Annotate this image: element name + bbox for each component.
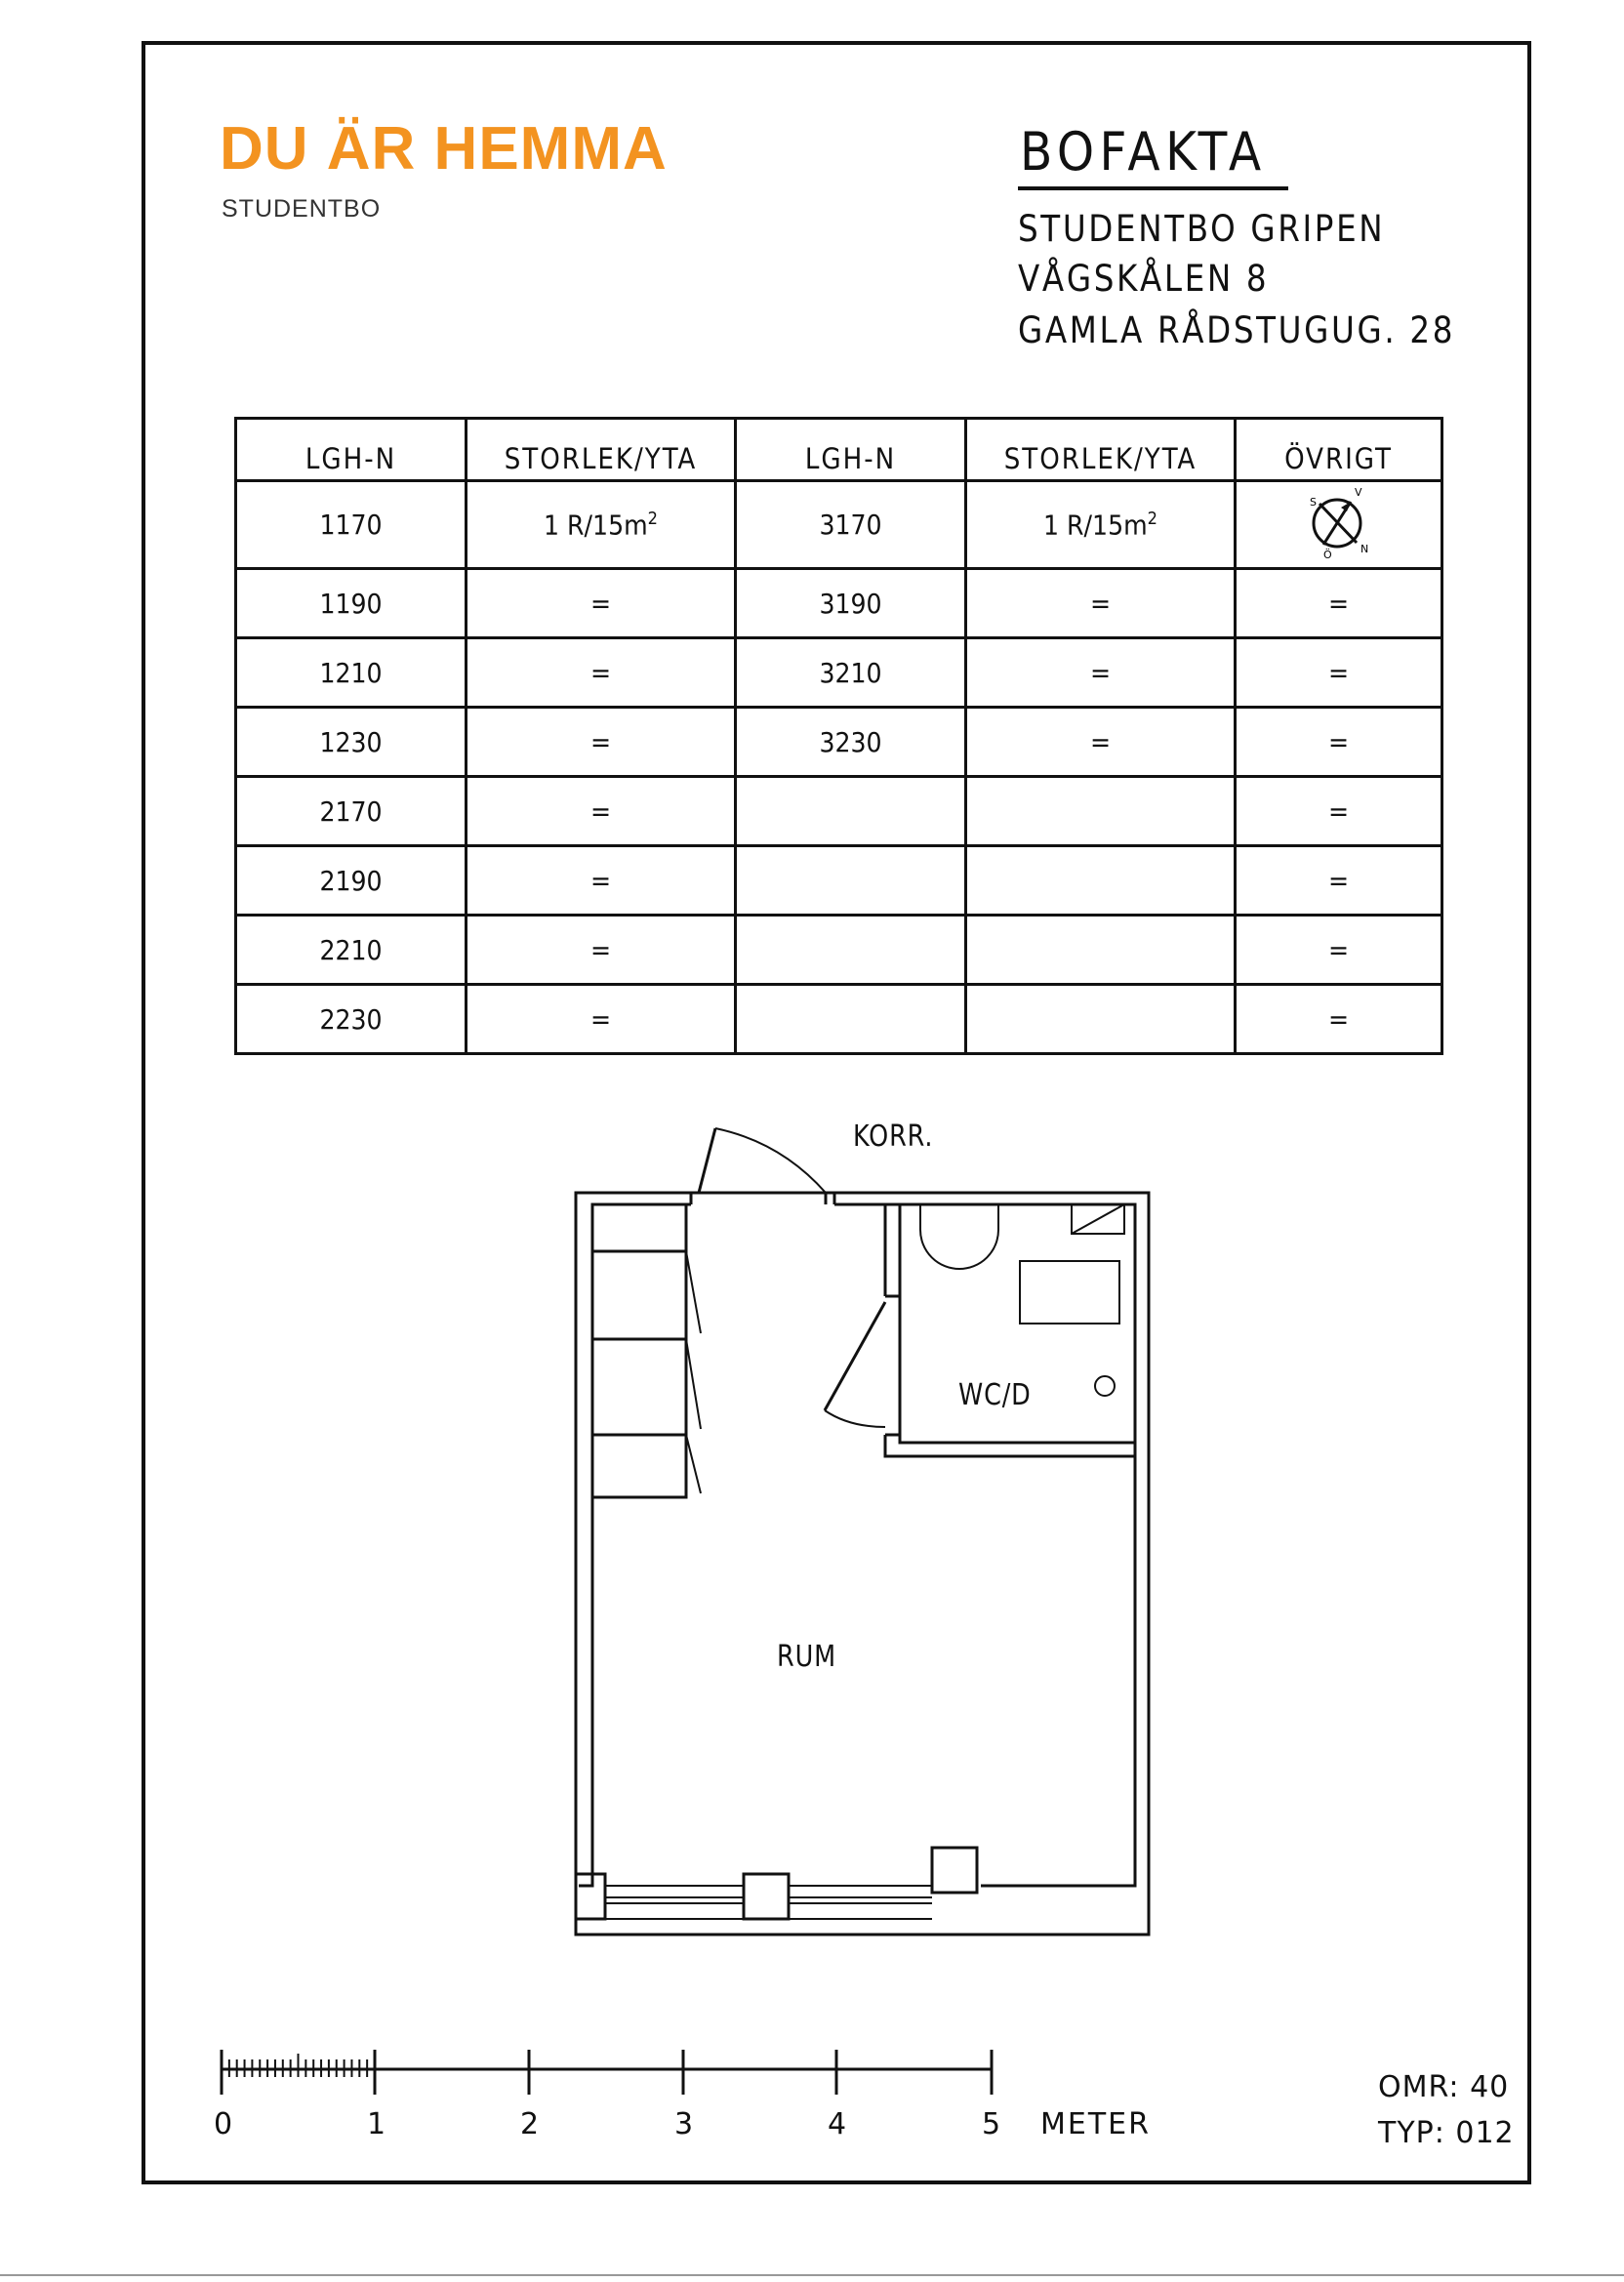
- superscript: 2: [1147, 508, 1157, 529]
- compass-letter-v: V: [1355, 486, 1362, 499]
- table-cell: =: [1234, 706, 1443, 778]
- table-cell: [964, 775, 1237, 847]
- table-row: 2210 = =: [234, 914, 1443, 986]
- table-cell: 3170: [734, 479, 967, 570]
- address-line-3: GAMLA RÅDSTUGUG. 28: [1018, 309, 1456, 351]
- brand-logo: DU ÄR HEMMA: [220, 115, 668, 183]
- compass-icon: S V N Ö: [1310, 486, 1368, 561]
- table-cell-size: 1 R/15m2: [465, 479, 737, 570]
- table-cell: =: [465, 706, 737, 778]
- table-row: 1170 1 R/15m2 3170 1 R/15m2 S V N Ö: [234, 479, 1443, 570]
- table-cell: =: [465, 844, 737, 917]
- table-cell: [734, 844, 967, 917]
- table-cell: [734, 914, 967, 986]
- table-cell-size: 1 R/15m2: [964, 479, 1237, 570]
- scale-tick-label: 5: [982, 2107, 1001, 2141]
- table-cell: 2230: [234, 983, 467, 1055]
- table-cell: =: [1234, 636, 1443, 709]
- header-lgh-n-1: LGH-N: [234, 417, 467, 482]
- bathroom-label: WC/D: [958, 1378, 1032, 1412]
- table-cell: =: [1234, 775, 1443, 847]
- table-cell: 2170: [234, 775, 467, 847]
- scale-tick-label: 3: [674, 2107, 694, 2141]
- table-cell: [964, 914, 1237, 986]
- table-row: 2190 = =: [234, 844, 1443, 917]
- size-text: 1 R/15m: [1043, 509, 1148, 542]
- typ-label: TYP: 012: [1378, 2116, 1515, 2150]
- table-cell: =: [465, 567, 737, 639]
- table-cell: =: [1234, 983, 1443, 1055]
- document-title: BOFAKTA: [1020, 121, 1267, 183]
- scale-tick-label: 0: [214, 2107, 233, 2141]
- table-cell: =: [964, 567, 1237, 639]
- superscript: 2: [647, 508, 658, 529]
- table-cell: 3230: [734, 706, 967, 778]
- table-cell: 2210: [234, 914, 467, 986]
- table-row: 2230 = =: [234, 983, 1443, 1055]
- table-cell: [734, 775, 967, 847]
- table-cell: 1170: [234, 479, 467, 570]
- table-row: 1230 = 3230 = =: [234, 706, 1443, 778]
- table-cell: [734, 983, 967, 1055]
- table-cell: [964, 844, 1237, 917]
- address-line-1: STUDENTBO GRIPEN: [1018, 208, 1386, 250]
- table-row: 2170 = =: [234, 775, 1443, 847]
- table-header-row: LGH-N STORLEK/YTA LGH-N STORLEK/YTA ÖVRI…: [234, 417, 1443, 482]
- table-cell: 2190: [234, 844, 467, 917]
- table-cell-compass: S V N Ö: [1234, 479, 1443, 570]
- header-lgh-n-2: LGH-N: [734, 417, 967, 482]
- table-cell: =: [964, 636, 1237, 709]
- brand-subtitle: STUDENTBO: [222, 195, 382, 223]
- title-underline: [1018, 186, 1288, 190]
- header-size-1: STORLEK/YTA: [465, 417, 737, 482]
- scale-unit: METER: [1040, 2107, 1151, 2141]
- scale-tick-label: 2: [520, 2107, 540, 2141]
- apartment-table: LGH-N STORLEK/YTA LGH-N STORLEK/YTA ÖVRI…: [234, 417, 1443, 1055]
- table-row: 1190 = 3190 = =: [234, 567, 1443, 639]
- room-label: RUM: [777, 1640, 836, 1674]
- table-cell: =: [1234, 567, 1443, 639]
- size-text: 1 R/15m: [544, 509, 648, 542]
- compass-letter-s: S: [1310, 496, 1317, 509]
- table-cell: [964, 983, 1237, 1055]
- page-border: [142, 41, 1531, 2184]
- header-other: ÖVRIGT: [1234, 417, 1443, 482]
- table-cell: 3210: [734, 636, 967, 709]
- scale-tick-label: 4: [828, 2107, 847, 2141]
- compass-letter-n: N: [1360, 543, 1368, 555]
- table-cell: =: [465, 636, 737, 709]
- table-cell: =: [465, 914, 737, 986]
- header-size-2: STORLEK/YTA: [964, 417, 1237, 482]
- compass-letter-o: Ö: [1323, 549, 1332, 560]
- omr-label: OMR: 40: [1378, 2070, 1510, 2104]
- table-cell: =: [465, 775, 737, 847]
- table-cell: 1230: [234, 706, 467, 778]
- table-cell: 1190: [234, 567, 467, 639]
- table-cell: =: [1234, 844, 1443, 917]
- corridor-label: KORR.: [853, 1120, 934, 1154]
- page-edge-line: [0, 2274, 1624, 2276]
- table-cell: =: [964, 706, 1237, 778]
- table-cell: 3190: [734, 567, 967, 639]
- table-cell: =: [1234, 914, 1443, 986]
- scale-tick-label: 1: [367, 2107, 386, 2141]
- table-cell: 1210: [234, 636, 467, 709]
- table-row: 1210 = 3210 = =: [234, 636, 1443, 709]
- table-cell: =: [465, 983, 737, 1055]
- address-line-2: VÅGSKÅLEN 8: [1018, 258, 1270, 300]
